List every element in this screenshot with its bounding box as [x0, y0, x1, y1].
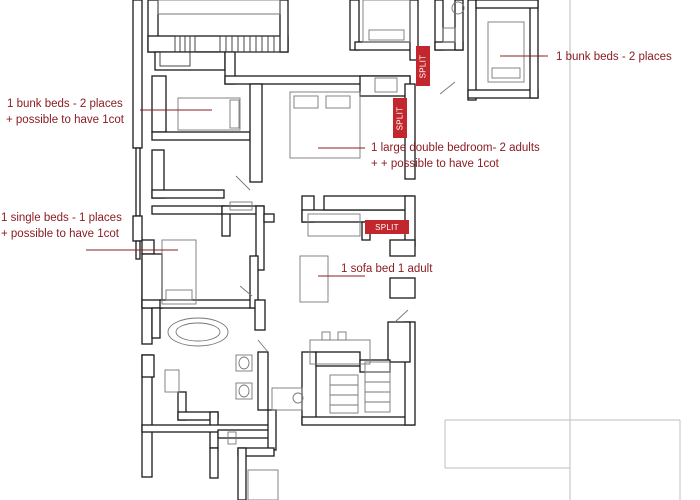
bunk-bed-left-label-line1: 1 bunk beds - 2 places: [7, 98, 123, 110]
double-bedroom-label-line1: 1 large double bedroom- 2 adults: [371, 142, 540, 154]
bunk-bed-right-label: 1 bunk beds - 2 places: [556, 51, 672, 63]
furniture: [157, 0, 525, 500]
single-bed-label-line1: 1 single beds - 1 places: [1, 212, 122, 224]
double-bedroom-label-line2: + + possible to have 1cot: [371, 158, 499, 170]
split-ac-tag: SPLIT: [393, 98, 407, 138]
split-ac-tag: SPLIT: [416, 46, 430, 86]
bunk-bed-left-label-line2: + possible to have 1cot: [6, 114, 124, 126]
sofa-bed-label: 1 sofa bed 1 adult: [341, 263, 433, 275]
split-ac-tag: SPLIT: [365, 220, 409, 234]
leader-lines: [86, 55, 548, 277]
single-bed-label-line2: + possible to have 1cot: [1, 228, 119, 240]
site-boundary: [444, 0, 681, 500]
walls: [132, 0, 539, 500]
